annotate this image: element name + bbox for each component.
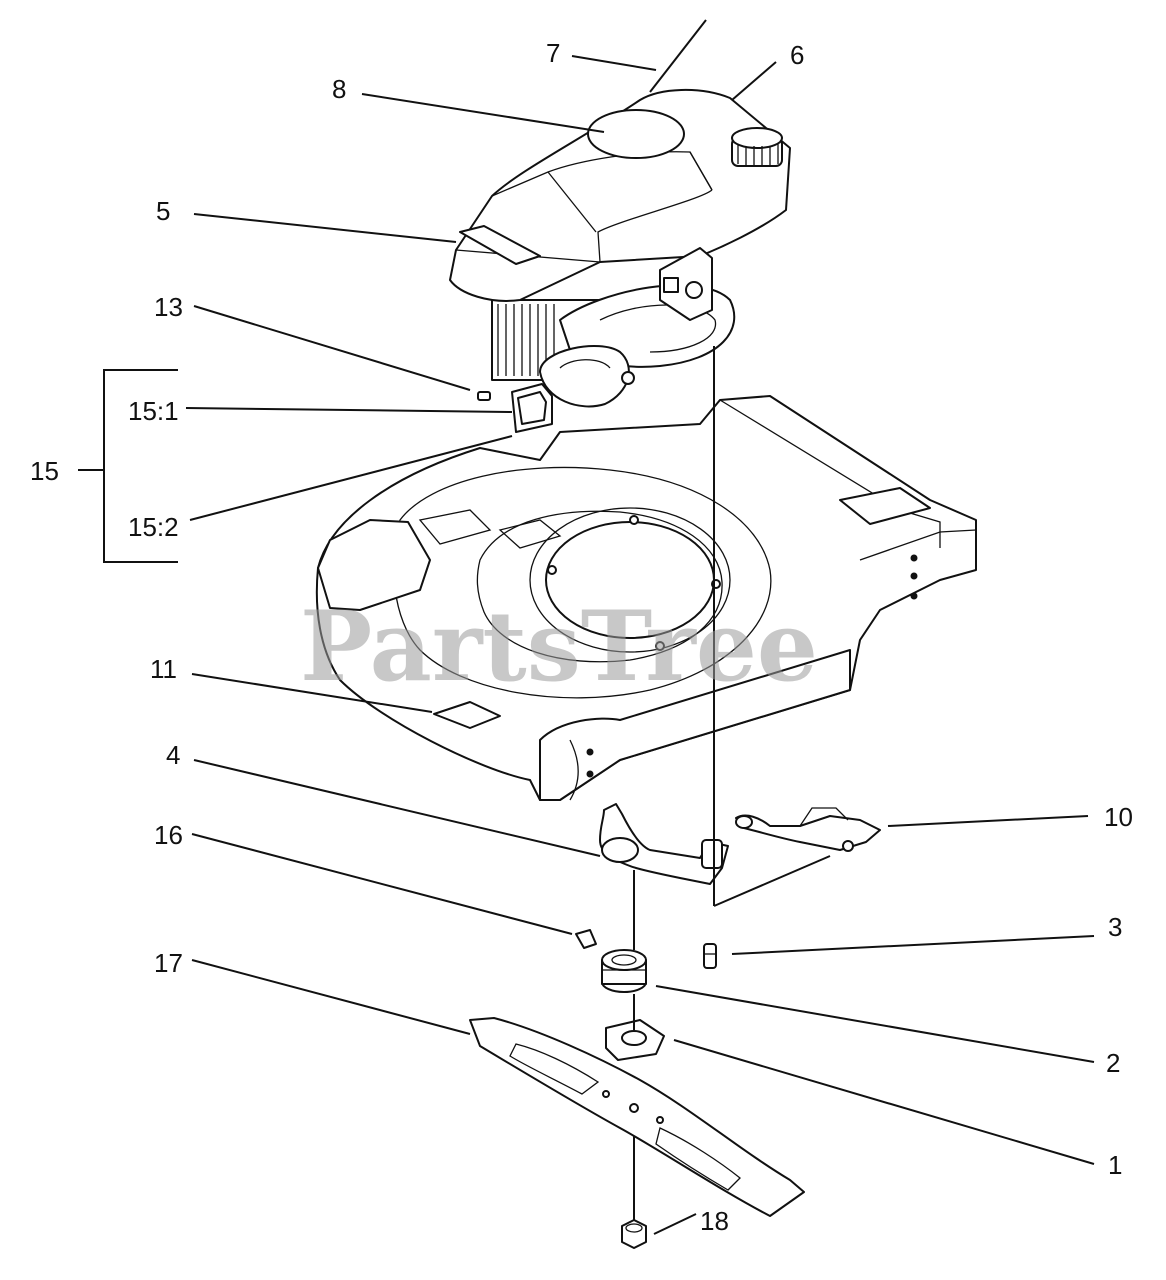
engine-side-bracket [659, 247, 713, 321]
callout-10: 10 [1104, 802, 1133, 832]
watermark-text: PartsTree [300, 590, 818, 703]
callout-6: 6 [790, 40, 804, 70]
assembly-centerlines [633, 19, 831, 1220]
bracket-15 [78, 369, 178, 563]
cutting-blade [469, 1017, 805, 1217]
screw-13 [477, 391, 491, 401]
leader-11 [191, 673, 433, 713]
callout-labels: 7 6 8 5 13 15:1 15 15:2 11 4 16 17 10 3 … [30, 38, 1133, 1236]
shroud-top-pad [587, 109, 685, 159]
shroud-decal [459, 225, 541, 265]
engine-shroud [449, 89, 791, 302]
callout-13: 13 [154, 292, 183, 322]
callout-5: 5 [156, 196, 170, 226]
leader-5 [193, 213, 457, 243]
deck-label [433, 701, 501, 729]
leader-6 [731, 61, 777, 101]
leader-17 [191, 959, 471, 1035]
callout-4: 4 [166, 740, 180, 770]
leader-8 [361, 93, 605, 133]
engine-assembly [449, 89, 791, 408]
leader-2 [655, 985, 1095, 1063]
leader-13 [193, 305, 471, 391]
blade-adapter [601, 949, 647, 993]
callout-3: 3 [1108, 912, 1122, 942]
callout-15-1: 15:1 [128, 396, 179, 426]
callout-2: 2 [1106, 1048, 1120, 1078]
callout-8: 8 [332, 74, 346, 104]
leader-18 [653, 1213, 697, 1235]
blade-brake-assembly [599, 803, 881, 885]
blade-plate [605, 1019, 665, 1061]
callout-1: 1 [1108, 1150, 1122, 1180]
leader-3 [731, 935, 1095, 955]
callout-15: 15 [30, 456, 59, 486]
control-bracket [599, 803, 729, 885]
leader-15-1 [185, 407, 513, 413]
callout-18: 18 [700, 1206, 729, 1236]
leader-15-2 [189, 435, 513, 521]
callout-7: 7 [546, 38, 560, 68]
plate-15 [511, 383, 553, 433]
callout-15-2: 15:2 [128, 512, 179, 542]
leader-4 [193, 759, 601, 857]
leader-lines [78, 55, 1095, 1235]
mower-deck [315, 395, 977, 801]
leader-10 [887, 815, 1089, 827]
fuel-cap [731, 127, 783, 167]
leader-1 [673, 1039, 1095, 1165]
screw-3 [703, 943, 717, 969]
leader-7 [571, 55, 657, 71]
leader-16 [191, 833, 573, 935]
brake-cable-bracket [735, 814, 881, 851]
blade-nut [621, 1219, 647, 1249]
muffler [539, 345, 635, 408]
callout-16: 16 [154, 820, 183, 850]
callout-17: 17 [154, 948, 183, 978]
callout-11: 11 [150, 654, 177, 684]
screw-16 [575, 929, 597, 949]
